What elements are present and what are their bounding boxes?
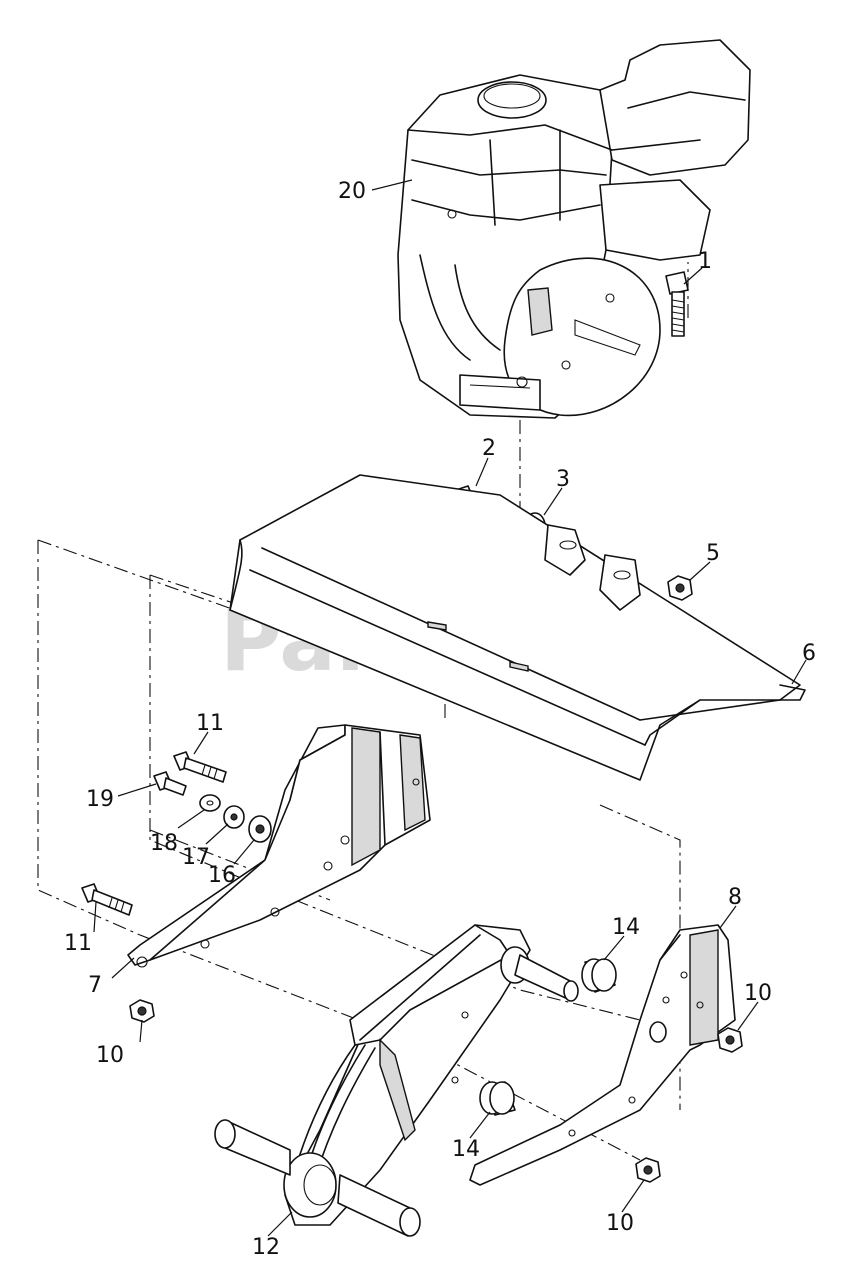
callout-1: 1	[698, 249, 712, 274]
right-bracket	[469, 924, 736, 1186]
callout-10-right: 10	[744, 981, 772, 1006]
callout-17: 17	[182, 845, 210, 870]
callout-6: 6	[802, 641, 816, 666]
callout-10-left: 10	[96, 1043, 124, 1068]
callout-20: 20	[338, 179, 366, 204]
callout-3: 3	[556, 467, 570, 492]
washer-17	[223, 805, 245, 829]
spacer-14-lower	[479, 1081, 516, 1116]
nut-10-bottom	[635, 1157, 661, 1183]
nut-5	[667, 575, 693, 601]
callout-10-bottom: 10	[606, 1211, 634, 1236]
callout-14-upper: 14	[612, 915, 640, 940]
callout-12: 12	[252, 1235, 280, 1260]
callout-5: 5	[706, 541, 720, 566]
washer-18	[199, 794, 221, 812]
engine	[397, 39, 751, 419]
callout-7: 7	[88, 973, 102, 998]
bolt-19	[153, 771, 187, 796]
callout-11-lower: 11	[64, 931, 92, 956]
bolt-11-upper	[173, 751, 227, 783]
callout-18: 18	[150, 831, 178, 856]
callout-8: 8	[728, 885, 742, 910]
nut-10-left	[129, 999, 155, 1023]
chain-case	[214, 924, 579, 1237]
callouts: 20 1 2 3 5 6 11 19 18 17 16 11 7 10 8 14…	[64, 179, 816, 1260]
left-bracket	[127, 724, 431, 968]
bolt-11-lower	[81, 883, 133, 916]
washer-16	[248, 815, 272, 843]
spacer-14-upper	[581, 958, 617, 993]
leader-lines	[93, 179, 807, 1237]
tine-shield	[229, 474, 806, 781]
nut-10-right	[717, 1027, 743, 1053]
bolt-1	[665, 271, 689, 337]
callout-2: 2	[482, 436, 496, 461]
callout-11-upper: 11	[196, 711, 224, 736]
callout-14-lower: 14	[452, 1137, 480, 1162]
callout-19: 19	[86, 787, 114, 812]
callout-16: 16	[208, 863, 236, 888]
